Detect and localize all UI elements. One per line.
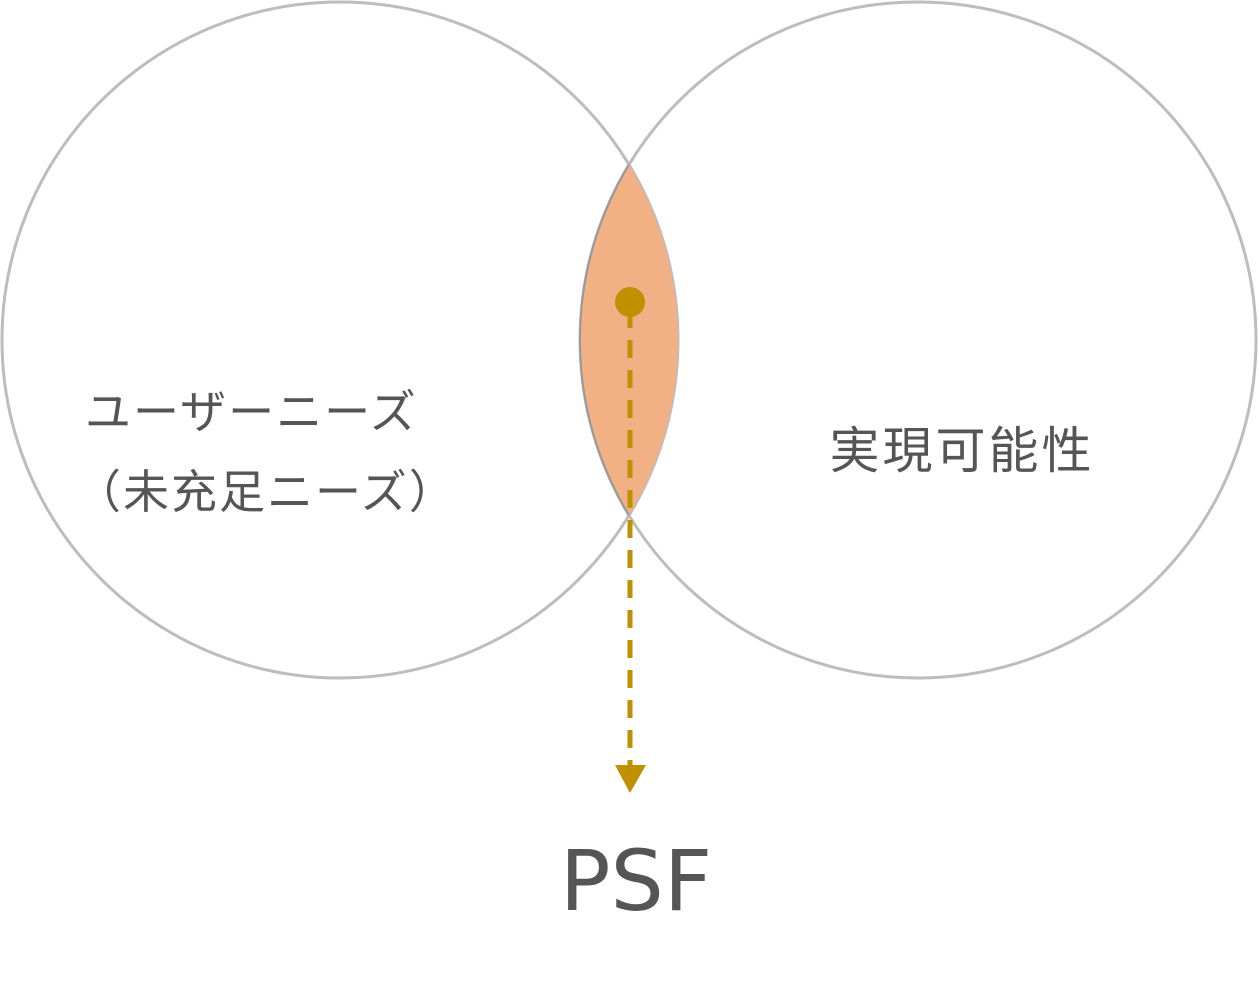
feasibility-label: 実現可能性 bbox=[830, 422, 1095, 480]
overlap-region bbox=[579, 2, 678, 678]
feasibility-circle bbox=[578, 0, 1258, 680]
arrow-head-icon bbox=[615, 765, 646, 793]
overlap-dot bbox=[615, 287, 645, 317]
psf-label: PSF bbox=[560, 832, 712, 930]
unmet-needs-label: （未充足ニーズ） bbox=[75, 465, 457, 519]
user-needs-circle bbox=[0, 0, 680, 680]
user-needs-label: ユーザーニーズ bbox=[85, 385, 418, 439]
